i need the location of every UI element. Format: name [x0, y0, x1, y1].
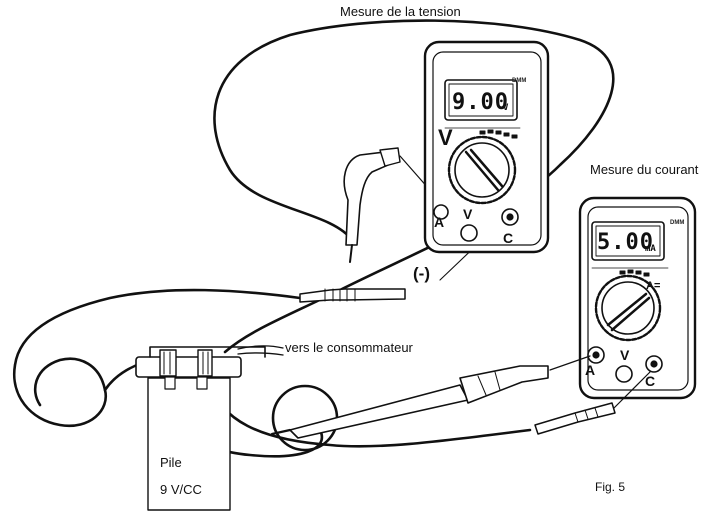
voltmeter-terminal-v — [460, 224, 478, 242]
ammeter-return-plug — [534, 402, 616, 435]
ammeter-terminal-c-label: C — [645, 373, 656, 389]
probe-contact-circle — [271, 384, 339, 452]
ammeter-probe-pen — [289, 384, 469, 439]
battery-name-label: Pile — [160, 455, 182, 470]
voltmeter-display-unit: V — [503, 103, 509, 113]
ammeter-brand: DMM — [670, 220, 685, 226]
ammeter-mode-symbol: A= — [646, 280, 661, 292]
voltmeter-mode-symbol: V — [438, 125, 453, 150]
battery-cap — [135, 356, 242, 378]
figure-label: Fig. 5 — [595, 480, 626, 494]
wire-left-loop — [12, 288, 302, 428]
voltmeter-terminal-c-label: C — [503, 230, 514, 246]
battery-voltage-label: 9 V/CC — [160, 482, 202, 497]
consumer-label: vers le consommateur — [285, 340, 413, 355]
battery-contact-plate — [149, 346, 266, 358]
voltmeter-terminal-v-label: V — [463, 206, 473, 222]
ammeter-display-unit: mA — [645, 244, 656, 254]
battery-body — [147, 377, 231, 511]
ammeter-display-value: 5.00 — [597, 230, 654, 255]
ammeter-terminal-v — [615, 365, 633, 383]
wire-top-loop — [213, 19, 615, 354]
voltmeter-terminal-a-label: A — [434, 214, 445, 230]
voltmeter-terminal-a — [433, 204, 449, 220]
voltmeter-display-value: 9.00 — [452, 90, 509, 115]
ammeter-terminal-v-label: V — [620, 347, 630, 363]
minus-terminal-label: (-) — [413, 264, 430, 283]
ammeter-terminal-a-label: A — [585, 362, 596, 378]
voltage-measurement-title: Mesure de la tension — [340, 4, 461, 19]
current-measurement-title: Mesure du courant — [590, 162, 699, 177]
black-test-plug — [299, 288, 406, 303]
voltmeter-brand: DMM — [512, 78, 527, 84]
